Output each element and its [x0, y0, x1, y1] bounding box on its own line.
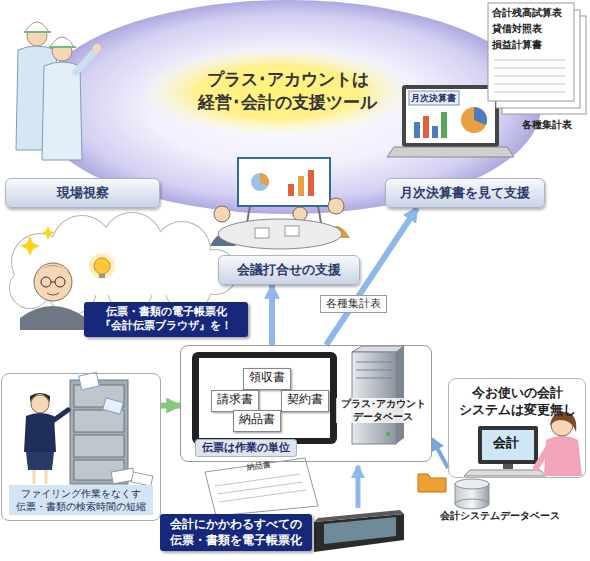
accounting-db	[455, 479, 489, 509]
document-card: 納品書	[233, 410, 281, 432]
document-text: 領収書	[249, 370, 285, 386]
tablet	[192, 352, 337, 444]
meeting	[210, 158, 350, 249]
document-card: 請求書	[211, 390, 259, 412]
box-text: 月次決算書を見て支援	[400, 185, 530, 202]
panel-tag: 伝票は作業の単位	[195, 439, 297, 457]
edge-label: 各種集計表	[320, 295, 387, 313]
callout-text: 会計にかかわるすべての 伝票・書類を電子帳票化	[167, 517, 305, 548]
document-text: 請求書	[217, 392, 253, 408]
scanner	[314, 466, 404, 552]
document-card: 契約書	[281, 390, 329, 412]
folder	[418, 474, 446, 492]
report-name: 各種集計表	[522, 119, 572, 132]
database-server	[352, 346, 404, 444]
panel-heading: 今お使いの会計 システムは変更無し	[456, 385, 578, 419]
filing-scene	[24, 372, 153, 486]
box-text: 会議打合せの支援	[237, 262, 341, 279]
db-label: 会計システムデータベース	[440, 510, 560, 523]
panel-caption: ファイリング作業をなくす 伝票・書類の検索時間の短縮	[9, 485, 153, 515]
support-box: 会議打合せの支援	[218, 255, 360, 285]
report-name: 損益計算書	[492, 39, 542, 52]
server-label: プラス･アカウント データベース	[336, 398, 430, 423]
system-panel: 今お使いの会計 システムは変更無し	[448, 378, 586, 478]
document-card: 領収書	[243, 368, 291, 390]
scanned-paper	[205, 458, 318, 516]
support-box: 月次決算書を見て支援	[385, 178, 545, 208]
oval-title: プラス･アカウントは 経営･会計の支援ツール	[193, 68, 383, 114]
box-text: 現場視察	[57, 185, 109, 202]
support-box: 現場視察	[5, 178, 160, 208]
flow-arrow	[161, 403, 180, 409]
document-text: 契約書	[287, 392, 323, 408]
paper-title: 納品書	[246, 461, 271, 474]
callout-box: 伝票・書類の電子帳票化 『会計伝票ブラウザ』を！	[84, 302, 248, 337]
site-workers	[16, 22, 101, 160]
accountant	[464, 412, 582, 476]
report-name: 合計残高試算表	[492, 7, 562, 20]
callout-box: 会計にかかわるすべての 伝票・書類を電子帳票化	[160, 514, 312, 551]
screen-title: 月次決算書	[411, 93, 456, 104]
title-glow	[143, 48, 413, 136]
filing-panel: ファイリング作業をなくす 伝票・書類の検索時間の短縮	[1, 373, 161, 521]
screen-label: 会計	[493, 435, 519, 451]
report-papers	[488, 3, 586, 114]
document-text: 納品書	[239, 412, 275, 428]
flow-arrow	[432, 439, 448, 468]
flow-arrow	[269, 285, 275, 345]
callout-text: 伝票・書類の電子帳票化 『会計伝票ブラウザ』を！	[91, 305, 241, 334]
report-name: 貸借対照表	[492, 23, 542, 36]
